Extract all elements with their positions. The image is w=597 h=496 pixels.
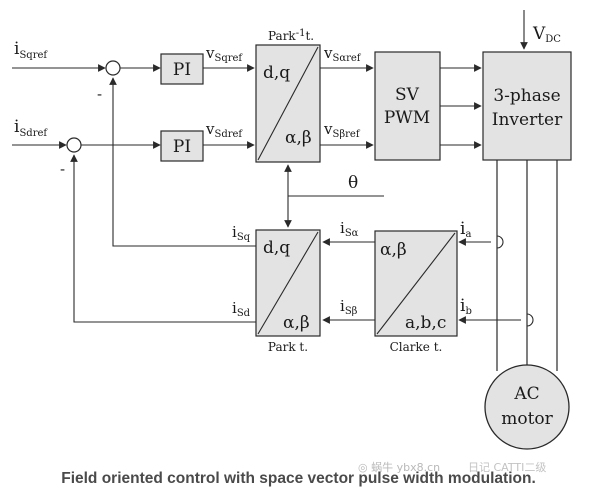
park-in-label: d,q <box>263 238 290 258</box>
pi-q-block <box>160 53 204 85</box>
watermark-text: ◎ 蜗牛 ybx8.cn <box>358 461 441 474</box>
pi-q-label: PI <box>173 60 191 80</box>
ac-motor <box>484 364 570 450</box>
clarke-top-label: α,β <box>380 240 407 260</box>
isalpha-label: iSα <box>340 219 359 239</box>
ia-label: ia <box>460 219 471 240</box>
vsq-ref-label: vSqref <box>205 44 243 64</box>
figure-caption: Field oriented control with space vector… <box>61 470 536 487</box>
park-inv-in-label: d,q <box>263 63 290 83</box>
inverter-line1: 3-phase <box>493 86 560 106</box>
isq-feedback-wire <box>109 77 256 247</box>
isq-label: iSq <box>232 223 251 243</box>
clarke-diagonal <box>376 232 456 335</box>
svpwm-block <box>374 51 441 161</box>
pi-d-block <box>160 130 204 162</box>
q-minus-sign: - <box>97 85 102 103</box>
vsalpha-ref-label: vSαref <box>323 44 362 64</box>
clarke-title: Clarke t. <box>390 340 443 354</box>
ib-label: ib <box>460 296 472 317</box>
svpwm-line1: SV <box>395 85 420 105</box>
d-summing-junction <box>66 137 82 153</box>
vsd-ref-label: vSdref <box>205 120 243 140</box>
inverter-block <box>482 51 572 161</box>
park-out-label: α,β <box>283 313 310 333</box>
park-inv-title: Park-1t. <box>268 28 314 43</box>
ia-sensor <box>496 235 504 249</box>
inverter-line2: Inverter <box>492 110 563 130</box>
d-minus-sign: - <box>60 160 65 178</box>
clarke-bottom-label: a,b,c <box>405 313 446 333</box>
vdc-label: VDC <box>532 24 561 45</box>
q-summing-junction <box>105 60 121 76</box>
motor-line1: AC <box>513 384 539 404</box>
theta-label: θ <box>348 173 358 193</box>
park-title: Park t. <box>268 340 308 354</box>
isd-ref-label: iSdref <box>14 117 48 139</box>
isd-feedback-wire <box>70 154 256 323</box>
wechat-icon: ◎ <box>358 461 372 474</box>
svpwm-line2: PWM <box>384 108 430 128</box>
ib-sensor <box>526 313 534 327</box>
inverse-park-diagonal <box>257 46 319 161</box>
watermark-text-2: 日记 CATTI二级 <box>468 461 547 474</box>
isq-ref-label: iSqref <box>14 39 48 61</box>
park-inv-out-label: α,β <box>285 128 312 148</box>
isd-label: iSd <box>232 299 251 319</box>
isbeta-label: iSβ <box>340 297 358 317</box>
pi-d-label: PI <box>173 137 191 157</box>
motor-line2: motor <box>501 409 553 429</box>
vsbeta-ref-label: vSβref <box>323 120 361 140</box>
park-diagonal <box>257 231 319 335</box>
